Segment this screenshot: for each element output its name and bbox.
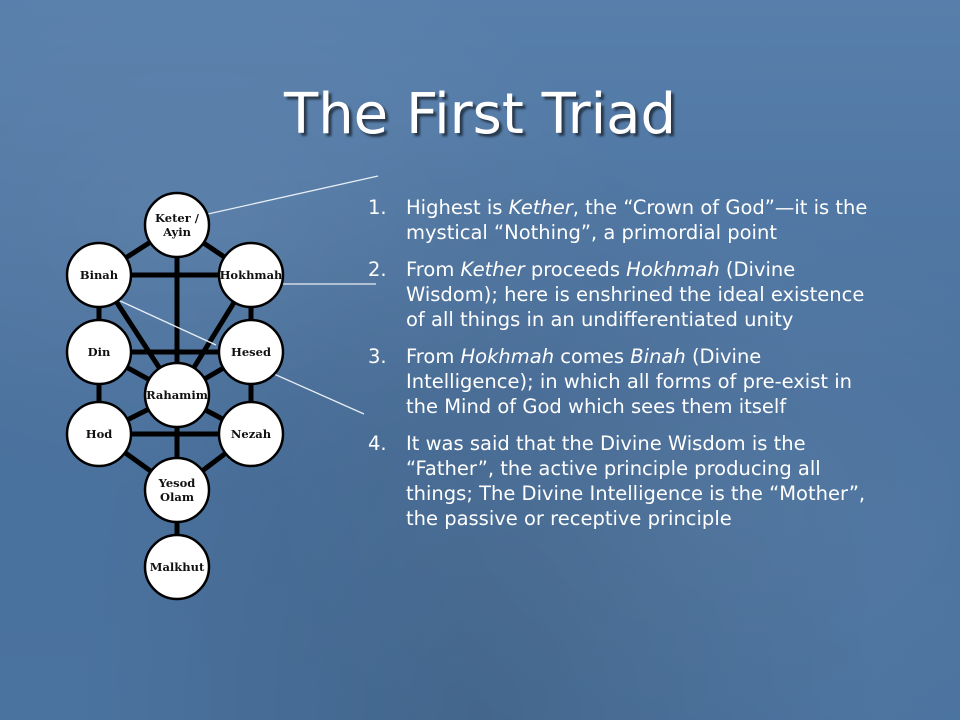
text-run: comes xyxy=(554,345,631,368)
text-run: From xyxy=(406,258,461,281)
label-nezah: Nezah xyxy=(231,427,272,441)
list-item-number: 4. xyxy=(368,432,387,455)
node-nezah xyxy=(217,400,285,468)
label-rahamim: Rahamim xyxy=(146,388,208,402)
list-item-text: From Hokhmah comes Binah (Divine Intelli… xyxy=(406,344,888,419)
node-labels: Keter / Ayin Binah Hokhmah Din Hesed Rah… xyxy=(80,211,283,574)
italic-term: Hokhmah xyxy=(626,258,720,281)
label-malkhut: Malkhut xyxy=(150,560,205,574)
italic-term: Hokhmah xyxy=(460,345,555,368)
pointer-line-hesed xyxy=(273,373,365,415)
pointer-lines xyxy=(117,175,379,415)
text-run: (Divine Wisdom); here is enshrined the i… xyxy=(406,258,865,331)
list-item-text: Highest is Kether, the “Crown of God”—it… xyxy=(406,195,888,245)
text-run: It was said that the Divine Wisdom is th… xyxy=(406,432,866,530)
node-kether xyxy=(143,191,211,259)
list-item-number: 1. xyxy=(368,196,387,219)
label-binah: Binah xyxy=(80,268,119,282)
slide-title: The First Triad xyxy=(283,82,677,147)
text-run: , the “Crown of God”—it is the mystical … xyxy=(406,196,868,244)
pointer-line-binah xyxy=(117,299,217,346)
list-item: 4. It was said that the Divine Wisdom is … xyxy=(368,431,888,531)
label-hesed: Hesed xyxy=(231,345,271,359)
italic-term: Binah xyxy=(630,345,686,368)
list-item-number: 3. xyxy=(368,345,387,368)
text-run: proceeds xyxy=(524,258,627,281)
list-item: 3. From Hokhmah comes Binah (Divine Inte… xyxy=(368,344,888,419)
text-run: (Divine Intelligence); in which all form… xyxy=(406,345,853,418)
tree-nodes xyxy=(65,191,285,601)
label-kether-line1: Keter / xyxy=(155,211,200,225)
label-yesod-line1: Yesod xyxy=(158,476,196,490)
node-din xyxy=(65,318,133,386)
text-run: Highest is xyxy=(406,196,509,219)
node-hokhmah xyxy=(217,241,285,309)
list-item-number: 2. xyxy=(368,258,387,281)
label-hod: Hod xyxy=(86,427,113,441)
text-run: From xyxy=(406,345,461,368)
pointer-line-kether xyxy=(189,175,379,219)
node-yesod xyxy=(143,456,211,524)
label-yesod-line2: Olam xyxy=(160,490,194,504)
list-item: 2. From Kether proceeds Hokhmah (Divine W… xyxy=(368,257,888,332)
italic-term: Kether xyxy=(460,258,525,281)
label-hokhmah: Hokhmah xyxy=(220,268,283,282)
label-kether-line2: Ayin xyxy=(162,225,192,239)
list-item: 1. Highest is Kether, the “Crown of God”—… xyxy=(368,195,888,245)
italic-term: Kether xyxy=(508,196,573,219)
node-malkhut xyxy=(143,533,211,601)
label-din: Din xyxy=(88,345,111,359)
node-hesed xyxy=(217,318,285,386)
list-item-text: From Kether proceeds Hokhmah (Divine Wis… xyxy=(406,257,888,332)
node-rahamim xyxy=(143,361,211,429)
triad-list: 1.Highest is Kether, the “Crown of God”—… xyxy=(368,195,888,543)
node-binah xyxy=(65,241,133,309)
list-item-text: It was said that the Divine Wisdom is th… xyxy=(406,431,888,531)
node-hod xyxy=(65,400,133,468)
